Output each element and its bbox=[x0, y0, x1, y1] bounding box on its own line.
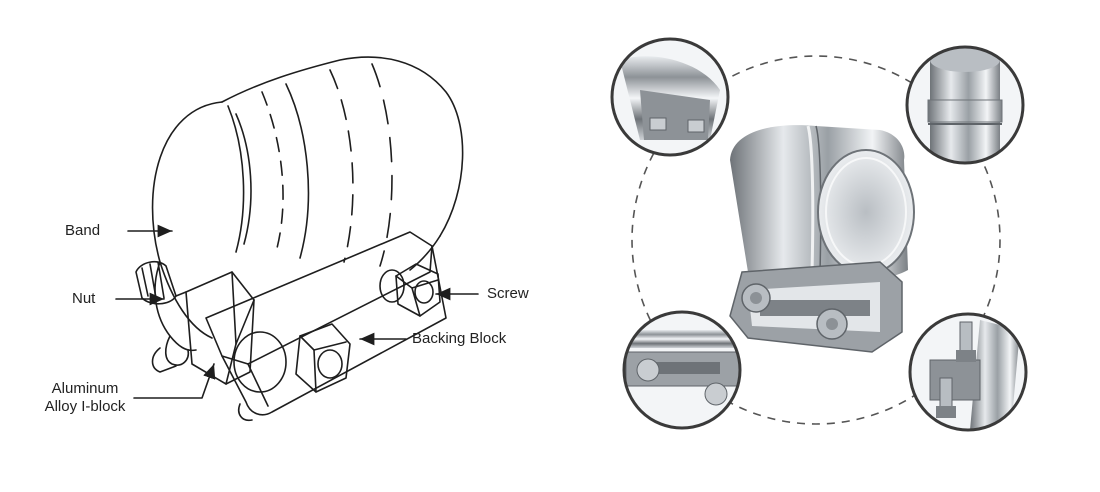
detail-bottom-left-icon bbox=[622, 310, 742, 430]
label-iblock-line2: Alloy I-block bbox=[44, 398, 126, 415]
label-band: Band bbox=[65, 222, 101, 239]
detail-top-right-icon bbox=[905, 45, 1025, 165]
clamp-line-drawing bbox=[115, 56, 479, 422]
rear-bolt bbox=[379, 263, 441, 317]
front-bolt bbox=[233, 323, 351, 393]
detail-top-left-icon bbox=[610, 37, 730, 157]
label-iblock-line1: Aluminum bbox=[51, 380, 119, 397]
iblock-arrow bbox=[133, 363, 216, 399]
label-iblock: Aluminum Alloy I-block bbox=[30, 380, 140, 416]
label-nut: Nut bbox=[72, 290, 96, 307]
dashed-guide-circle bbox=[631, 55, 1001, 425]
label-backing-block: Backing Block bbox=[412, 330, 507, 347]
clamp-photo-icon bbox=[729, 125, 915, 353]
band-top-edge bbox=[221, 56, 464, 237]
product-photo-composite bbox=[610, 37, 1028, 432]
label-screw: Screw bbox=[487, 285, 529, 302]
band-rear-edge bbox=[409, 235, 441, 271]
detail-bottom-right-icon bbox=[908, 312, 1028, 432]
